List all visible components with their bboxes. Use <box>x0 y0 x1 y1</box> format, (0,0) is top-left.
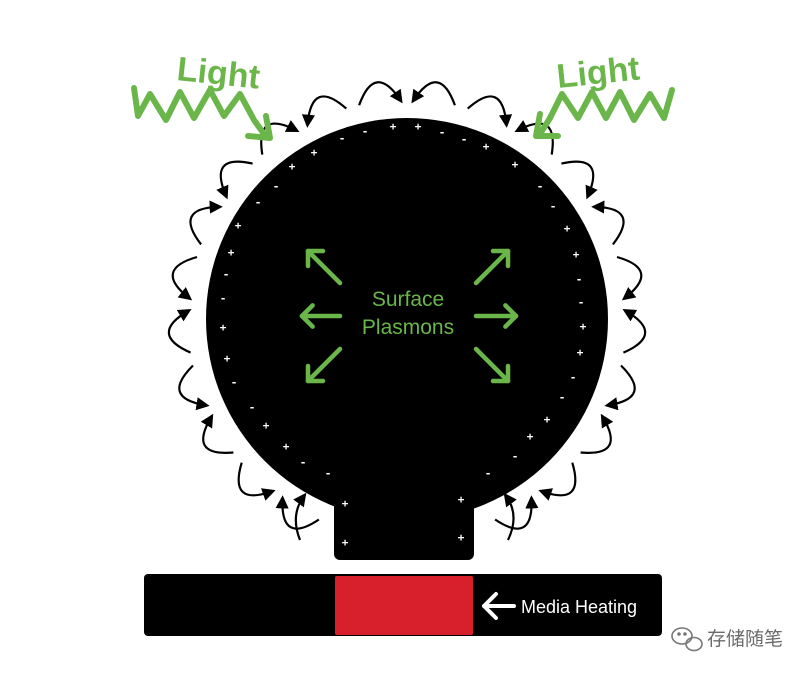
positive-charge: + <box>580 320 587 333</box>
positive-charge: + <box>512 158 519 171</box>
field-arrow <box>178 364 210 411</box>
negative-charge: - <box>255 196 262 209</box>
light-wave-right <box>533 87 675 139</box>
field-arrow <box>200 413 234 454</box>
plasmon-arrows <box>299 248 519 384</box>
field-arrow <box>275 495 320 530</box>
negative-charge: - <box>362 125 369 138</box>
field-arrows <box>167 81 647 541</box>
light-wave-left-head <box>245 113 273 141</box>
field-arrow <box>591 200 625 246</box>
negative-charge: - <box>537 180 544 193</box>
negative-charge: - <box>339 132 346 145</box>
field-arrow <box>358 81 403 106</box>
positive-charge: + <box>228 246 235 259</box>
field-arrow <box>301 95 348 128</box>
negative-charge: - <box>300 456 307 469</box>
arrow-left-icon <box>482 592 516 620</box>
media-heating-label: Media Heating <box>521 597 637 617</box>
positive-charge: + <box>311 146 318 159</box>
antenna-disc <box>206 118 608 520</box>
positive-charge: + <box>544 413 551 426</box>
antenna-neck <box>334 470 474 560</box>
antenna-body <box>206 118 608 560</box>
positive-charge: + <box>483 140 490 153</box>
field-arrow <box>622 309 647 354</box>
positive-charge: + <box>235 219 242 232</box>
field-arrow <box>561 160 598 200</box>
center-label-line2: Plasmons <box>362 316 454 339</box>
field-arrow <box>237 462 276 501</box>
light-wave-right-head <box>533 111 561 139</box>
negative-charge: - <box>231 376 238 389</box>
light-wave-left <box>131 85 273 141</box>
plasmon-arrow <box>473 248 511 286</box>
field-arrow <box>538 462 577 501</box>
light-label-left: Light <box>175 50 262 96</box>
positive-charge: + <box>224 352 231 365</box>
center-label-line1: Surface <box>372 288 444 311</box>
positive-charge: + <box>220 321 227 334</box>
plasmon-arrow <box>473 346 511 384</box>
plasmon-arrow <box>299 303 343 329</box>
negative-charge: - <box>512 450 519 463</box>
negative-charge: - <box>578 296 585 309</box>
surface-charges: ++--++--++----++--++--++--++--++--++--++… <box>220 120 587 549</box>
positive-charge: + <box>573 248 580 261</box>
negative-charge: - <box>559 391 566 404</box>
positive-charge: + <box>342 536 349 549</box>
plasmon-arrow <box>305 248 343 286</box>
field-arrow <box>616 255 643 301</box>
negative-charge: - <box>485 467 492 480</box>
light-label-right: Light <box>555 49 642 95</box>
field-arrow <box>580 413 614 454</box>
field-arrow <box>216 160 253 200</box>
light-wave-right-line <box>537 87 675 137</box>
plasmon-arrow <box>473 303 519 329</box>
field-arrow <box>167 309 192 354</box>
positive-charge: + <box>564 222 571 235</box>
plasmon-arrow <box>305 346 343 384</box>
positive-charge: + <box>289 160 296 173</box>
watermark-text: 存储随笔 <box>707 628 783 650</box>
negative-charge: - <box>461 133 468 146</box>
positive-charge: + <box>458 531 465 544</box>
positive-charge: + <box>458 493 465 506</box>
negative-charge: - <box>249 401 256 414</box>
positive-charge: + <box>263 419 270 432</box>
field-arrow <box>466 95 513 128</box>
positive-charge: + <box>283 440 290 453</box>
recording-media <box>144 574 662 636</box>
negative-charge: - <box>550 200 557 213</box>
field-arrow <box>503 492 517 541</box>
negative-charge: - <box>439 126 446 139</box>
negative-charge: - <box>223 268 230 281</box>
positive-charge: + <box>577 346 584 359</box>
field-arrow <box>293 492 307 541</box>
negative-charge: - <box>273 180 280 193</box>
negative-charge: - <box>325 467 332 480</box>
positive-charge: + <box>415 120 422 133</box>
negative-charge: - <box>220 292 227 305</box>
positive-charge: + <box>390 120 397 133</box>
field-arrow <box>494 495 539 530</box>
field-arrow <box>171 255 198 301</box>
field-arrow <box>189 200 223 246</box>
positive-charge: + <box>342 497 349 510</box>
negative-charge: - <box>576 273 583 286</box>
light-wave-left-line <box>131 85 267 137</box>
positive-charge: + <box>527 430 534 443</box>
wechat-icon <box>671 627 703 652</box>
negative-charge: - <box>570 371 577 384</box>
heated-spot <box>335 576 473 635</box>
field-arrow <box>604 364 636 411</box>
field-arrow <box>411 81 456 106</box>
